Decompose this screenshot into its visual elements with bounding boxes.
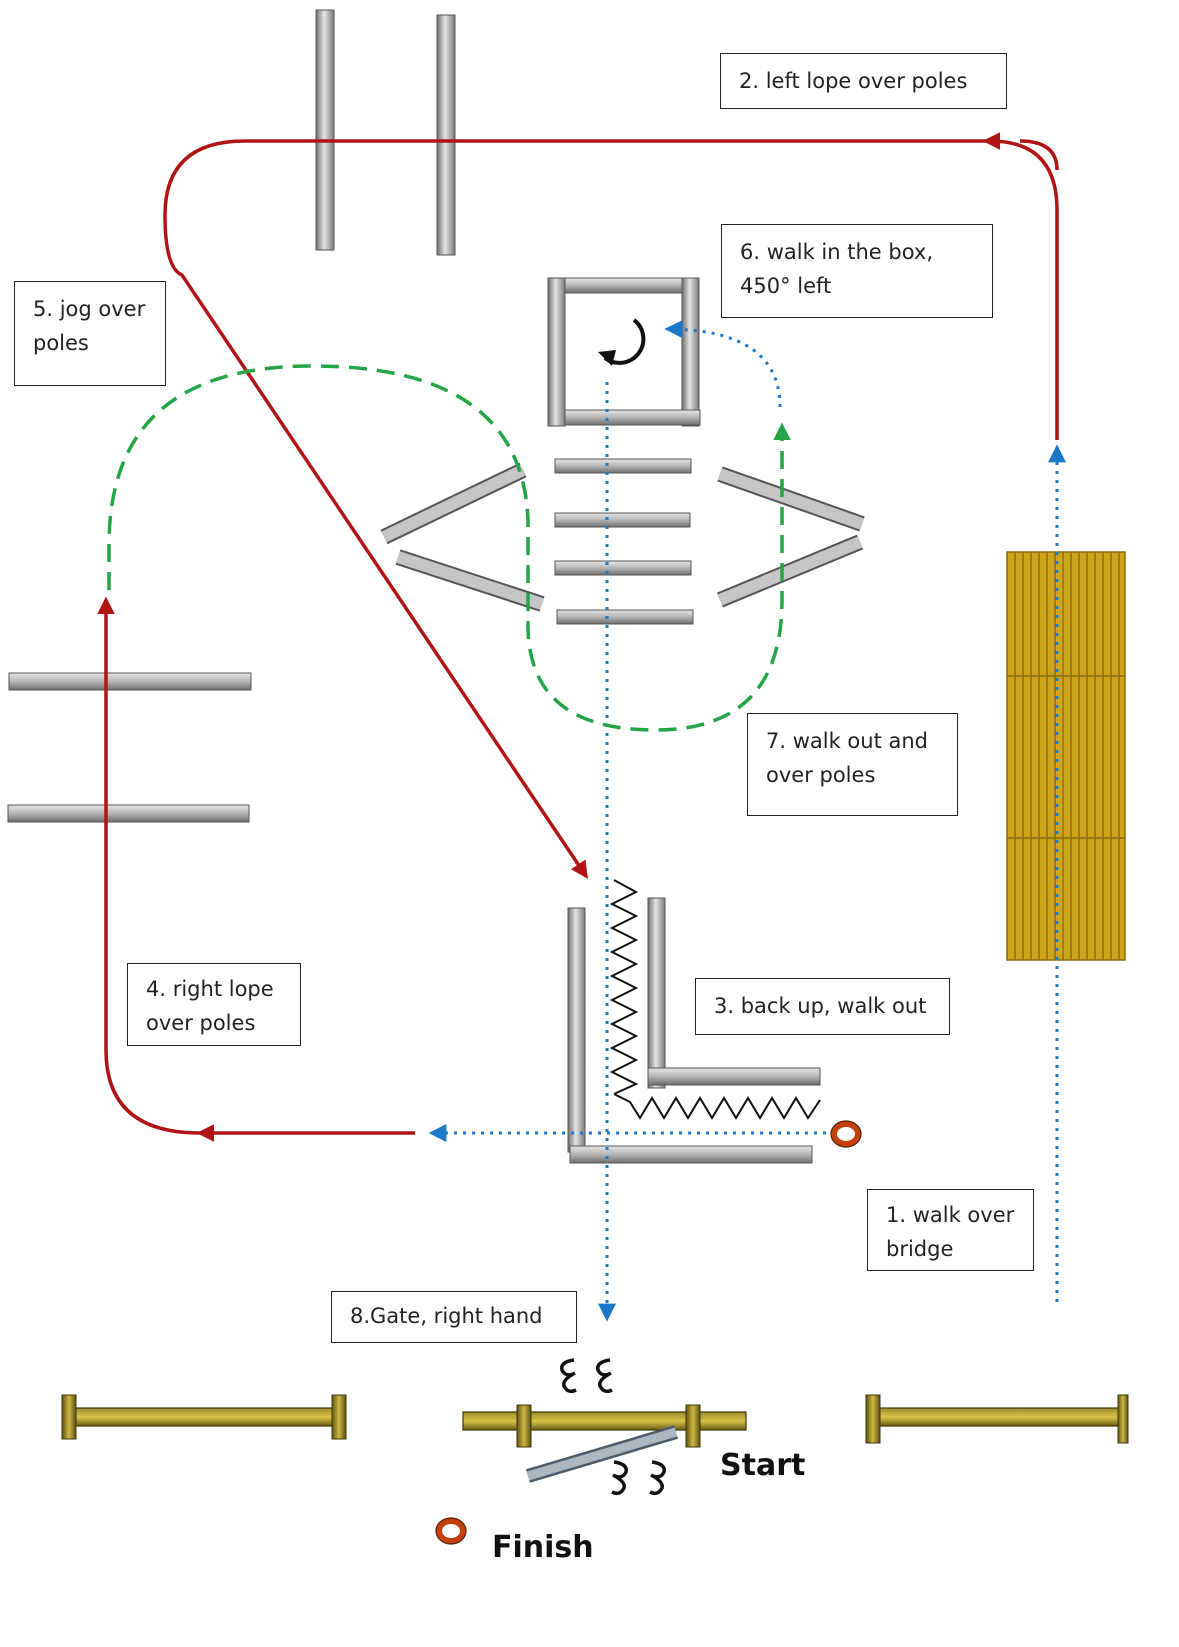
step2-label: 2. left lope over poles bbox=[720, 53, 1007, 109]
start-label: Start bbox=[720, 1448, 806, 1483]
diagonal-poles-right bbox=[716, 466, 865, 608]
step7-label: 7. walk out and over poles bbox=[747, 713, 958, 816]
fence-left bbox=[61, 1394, 347, 1440]
step3-label: 3. back up, walk out bbox=[695, 978, 950, 1035]
gate-center bbox=[462, 1404, 747, 1483]
walk-poles-center bbox=[554, 458, 694, 625]
walk-box bbox=[547, 277, 701, 427]
back-up-l-poles bbox=[567, 897, 821, 1164]
back-up-zigzag bbox=[609, 879, 821, 1120]
jog-poles-left bbox=[7, 672, 252, 823]
hand-ring-icon bbox=[560, 1358, 666, 1496]
step6-label: 6. walk in the box, 450° left bbox=[721, 224, 993, 318]
finish-cone-marker-icon bbox=[435, 1517, 467, 1545]
walk-path bbox=[428, 320, 1066, 1322]
lope-path bbox=[97, 132, 1059, 1142]
cone-marker-icon bbox=[830, 1120, 862, 1148]
lope-poles-top bbox=[315, 9, 456, 256]
step4-label: 4. right lope over poles bbox=[127, 963, 301, 1046]
step8-label: 8.Gate, right hand bbox=[331, 1291, 577, 1343]
finish-label: Finish bbox=[492, 1530, 594, 1565]
counter-clockwise-circle-arrow-icon bbox=[598, 318, 646, 366]
fence-right bbox=[865, 1394, 1129, 1444]
step1-label: 1. walk over bridge bbox=[867, 1189, 1034, 1271]
step5-label: 5. jog over poles bbox=[14, 281, 166, 386]
diagonal-poles-left bbox=[380, 462, 545, 612]
jog-path bbox=[107, 364, 791, 732]
bridge bbox=[1006, 551, 1126, 961]
